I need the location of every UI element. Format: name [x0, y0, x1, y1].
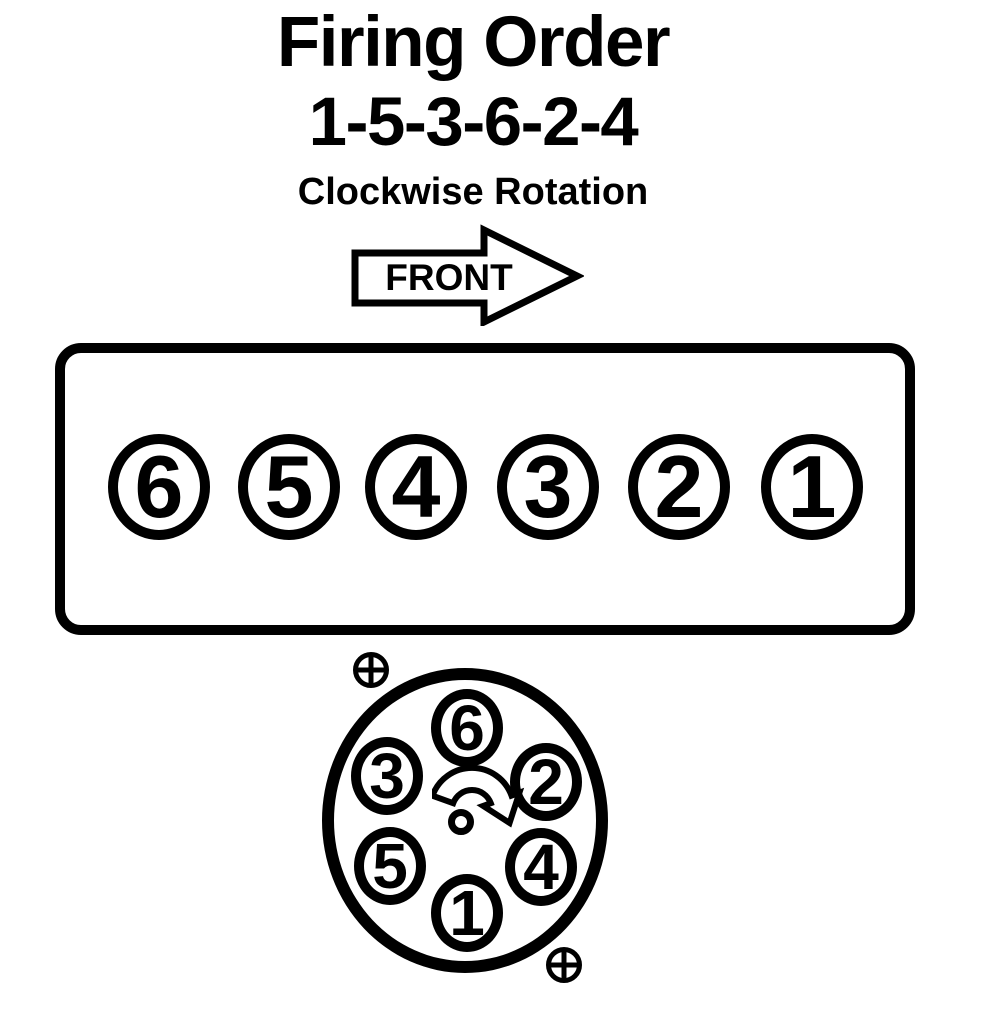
cylinder-circle: 3: [497, 434, 599, 540]
rotation-note: Clockwise Rotation: [297, 171, 649, 213]
cylinder-circle: 1: [761, 434, 863, 540]
rotor-pivot-dot: [448, 809, 474, 835]
circled-cross-icon: [353, 652, 389, 688]
cylinder-circle: 2: [628, 434, 730, 540]
cylinder-circle: 6: [108, 434, 210, 540]
cylinder-circle: 5: [238, 434, 340, 540]
distributor-terminal: 5: [354, 827, 426, 905]
page-title: Firing Order: [276, 3, 671, 82]
header: Firing Order 1-5-3-6-2-4 Clockwise Rotat…: [0, 0, 946, 212]
distributor-terminal: 3: [351, 737, 423, 815]
distributor-terminal: 4: [505, 828, 577, 906]
distributor-terminal: 1: [431, 874, 503, 952]
front-arrow-label: FRONT: [385, 257, 513, 298]
front-direction-arrow-icon: FRONT: [351, 224, 584, 326]
firing-order-sequence: 1-5-3-6-2-4: [308, 83, 639, 160]
distributor-terminal: 2: [510, 743, 582, 821]
front-arrow-outline: [351, 224, 584, 326]
distributor-terminal: 6: [431, 689, 503, 767]
clockwise-rotation-arrow-icon: [432, 764, 525, 835]
cylinder-circle: 4: [365, 434, 467, 540]
circled-cross-icon: [546, 947, 582, 983]
